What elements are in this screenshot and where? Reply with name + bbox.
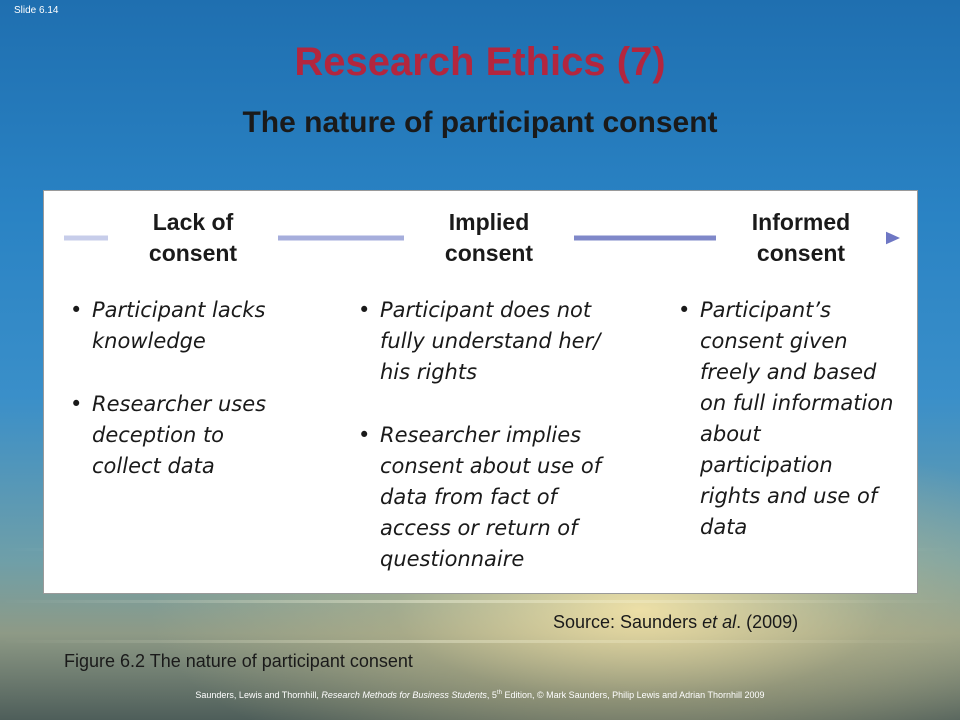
informed-consent-bullets: Participant’s consent given freely and b… (672, 295, 894, 575)
slide-title: Research Ethics (7) (294, 40, 666, 84)
slide-number: Slide 6.14 (14, 5, 59, 16)
source-italic: et al (702, 612, 737, 632)
light-streak (0, 640, 960, 643)
list-item: Researcher implies consent about use of … (352, 420, 628, 575)
stage-label-line2: consent (444, 240, 534, 266)
stage-lack-of-consent: Lack of consent (108, 207, 278, 269)
stage-label-line2: consent (756, 240, 846, 266)
footer-rest: Edition, © Mark Saunders, Philip Lewis a… (501, 690, 765, 700)
stage-label-line1: Implied (448, 209, 530, 235)
footer-book-title: Research Methods for Business Students (321, 690, 487, 700)
light-streak (0, 600, 960, 603)
lack-of-consent-bullets: Participant lacks knowledge Researcher u… (64, 295, 294, 514)
footer-edition: , 5 (486, 690, 497, 700)
stage-implied-consent: Implied consent (404, 207, 574, 269)
source-suffix: . (2009) (736, 612, 799, 632)
consent-diagram-panel: Lack of consent Implied consent Informed… (43, 190, 918, 594)
list-item: Participant’s consent given freely and b… (672, 295, 894, 543)
slide-subtitle: The nature of participant consent (242, 106, 718, 139)
list-item: Researcher uses deception to collect dat… (64, 389, 294, 482)
stage-informed-consent: Informed consent (716, 207, 886, 269)
footer-authors: Saunders, Lewis and Thornhill, (195, 690, 322, 700)
list-item: Participant lacks knowledge (64, 295, 294, 357)
stage-label-line2: consent (148, 240, 238, 266)
figure-caption: Figure 6.2 The nature of participant con… (64, 651, 413, 671)
source-prefix: Source: Saunders (553, 612, 703, 632)
copyright-footer: Saunders, Lewis and Thornhill, Research … (0, 690, 960, 700)
stage-label-line1: Informed (751, 209, 851, 235)
implied-consent-bullets: Participant does not fully understand he… (352, 295, 628, 607)
source-citation: Source: Saunders et al. (2009) (553, 612, 798, 633)
footer-edition-sup: th (496, 690, 502, 696)
stage-label-line1: Lack of (152, 209, 234, 235)
list-item: Participant does not fully understand he… (352, 295, 628, 388)
